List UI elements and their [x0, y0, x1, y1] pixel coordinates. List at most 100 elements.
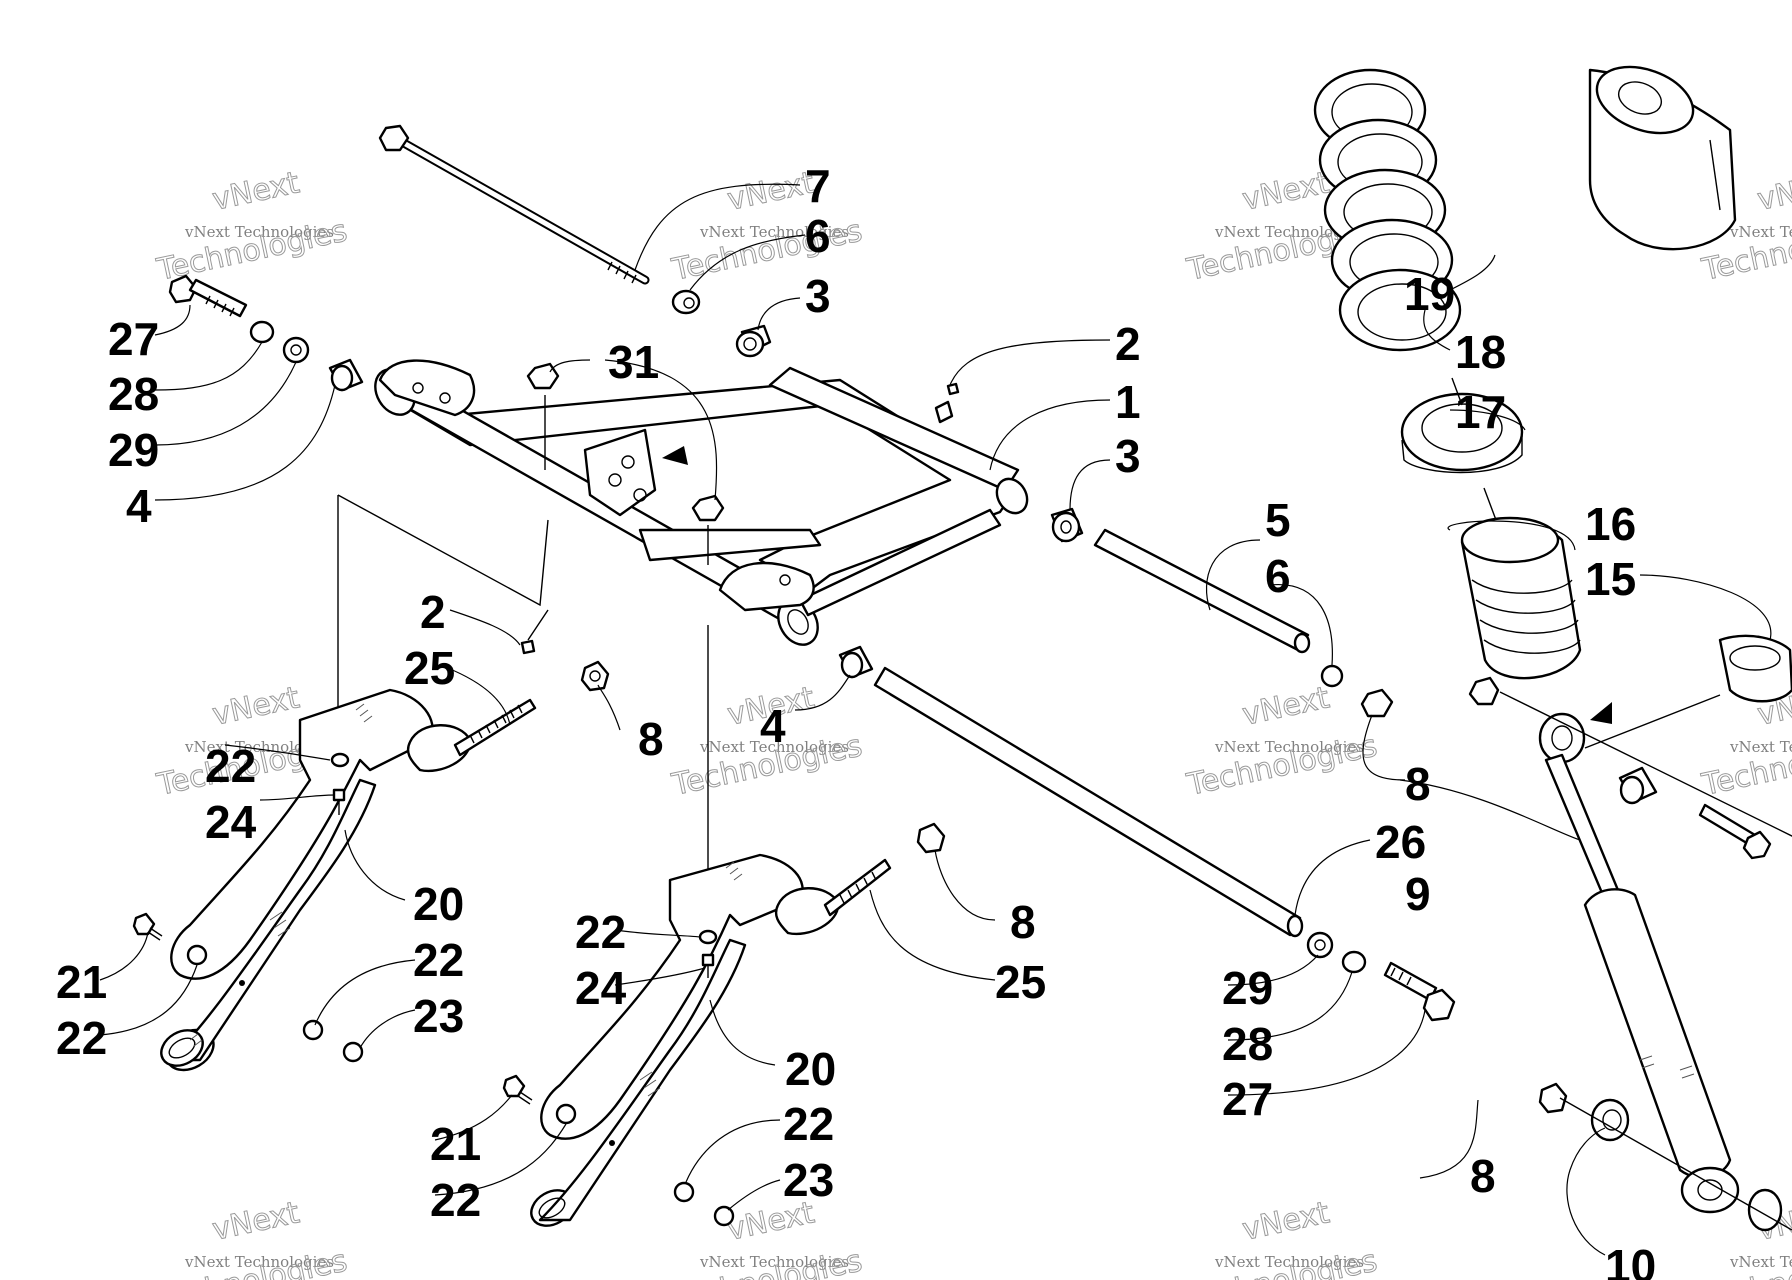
callout-4-middle: 4	[760, 700, 786, 752]
assembly-guide-lines	[337, 494, 709, 895]
part-22-23-washer-nut-right	[673, 1181, 735, 1227]
part-4-spacer-left	[328, 358, 364, 392]
callout-16: 16	[1585, 498, 1636, 550]
callout-22-left-lower: 22	[56, 1012, 107, 1064]
guide-spring-ring	[1451, 377, 1463, 406]
part-8-nut-shock-bottom	[1538, 1082, 1568, 1114]
part-20-torque-link-left	[160, 688, 472, 1072]
guide-shock-bottom	[1559, 1097, 1792, 1231]
part-2-grease-fittings	[520, 382, 960, 655]
part-8-nut-left	[580, 660, 610, 692]
callout-4-left: 4	[126, 480, 152, 532]
part-22-24-washer-screw-left	[330, 752, 350, 815]
callout-25-right: 25	[995, 956, 1046, 1008]
guide-ring-stop	[1483, 487, 1497, 521]
part-16-bump-stop	[1460, 516, 1582, 680]
part-bushing-shock-top	[1618, 766, 1658, 805]
callout-8-left: 8	[638, 713, 664, 765]
part-7-through-bolt	[378, 124, 650, 285]
watermark-line1: vNext	[209, 1195, 302, 1248]
part-27-cap-screw-left	[168, 274, 248, 318]
callout-27-left: 27	[108, 313, 159, 365]
callout-labels: 7 6 3 2 1 3 5 6 8 19 18 17 16 15 9 8 10 …	[56, 160, 1656, 1280]
part-28-lock-washer-left	[249, 320, 275, 344]
callout-3-right: 3	[1115, 430, 1141, 482]
part-19-dust-boot	[1588, 65, 1737, 251]
callout-6-right: 6	[1265, 550, 1291, 602]
part-29-flat-washer-right	[1306, 931, 1334, 959]
callout-24-right: 24	[575, 962, 627, 1014]
callout-27-right: 27	[1222, 1073, 1273, 1125]
part-4-spacer-middle	[838, 645, 874, 679]
callout-22-right-upper: 22	[575, 906, 626, 958]
watermark-line2: vNext Technologies	[1729, 738, 1792, 756]
part-22-washer-left-lower	[186, 944, 208, 966]
part-29-flat-washer-left	[282, 336, 310, 364]
part-18-coil-spring	[1313, 68, 1462, 352]
guide-retainer	[1584, 694, 1721, 749]
watermark-line2: vNext Technologies	[184, 1253, 334, 1271]
watermark-line1: vNext	[1239, 1195, 1332, 1248]
callout-21-left: 21	[56, 956, 107, 1008]
part-6-washer-right	[1320, 664, 1344, 688]
watermark-line2: vNext Technologies	[1214, 223, 1364, 241]
part-21-bolt-right	[502, 1074, 533, 1105]
callout-6-top: 6	[805, 210, 831, 262]
callout-18: 18	[1455, 326, 1506, 378]
callout-31: 31	[608, 336, 659, 388]
part-1-swing-arm	[374, 359, 1029, 646]
part-22-washer-right-lower	[555, 1103, 577, 1125]
callout-24-left: 24	[205, 796, 257, 848]
callout-8-shock: 8	[1470, 1150, 1496, 1202]
part-5-shaft	[1093, 528, 1311, 654]
watermark-line1: vNext	[209, 165, 302, 218]
part-27-cap-screw-right	[1383, 961, 1456, 1022]
callout-23-left: 23	[413, 990, 464, 1042]
watermark-line1: vNext	[724, 165, 817, 218]
watermark-line2: vNext Technologies	[699, 223, 849, 241]
callout-20-left: 20	[413, 878, 464, 930]
callout-2-left: 2	[420, 586, 446, 638]
part-26-axle-shaft	[873, 666, 1304, 938]
callout-10: 10	[1605, 1240, 1656, 1280]
callout-5: 5	[1265, 494, 1291, 546]
part-3-bushing-right	[1050, 507, 1084, 543]
callout-7: 7	[805, 160, 831, 212]
part-20-torque-link-right	[530, 853, 840, 1227]
watermark-line2: vNext Technologies	[1729, 1253, 1792, 1271]
leader-lines	[99, 183, 1772, 1256]
part-17-adjuster-ring	[1400, 392, 1524, 474]
callout-15: 15	[1585, 553, 1636, 605]
watermark-line2: vNext Technologies	[184, 223, 334, 241]
watermark-line1: vNext	[209, 680, 302, 733]
part-22-24-washer-screw-right	[698, 929, 718, 978]
part-8-nut-middle	[916, 822, 946, 854]
callout-22-left-upper: 22	[205, 740, 256, 792]
callout-21-right: 21	[430, 1118, 481, 1170]
part-22-23-washer-nut-left	[302, 1019, 364, 1063]
callout-25-left: 25	[404, 642, 455, 694]
callout-22-right-lower: 22	[430, 1174, 481, 1226]
callout-19: 19	[1404, 268, 1455, 320]
callout-28-left: 28	[108, 368, 159, 420]
part-31-flange-nuts	[526, 362, 725, 565]
callout-22-right-mid: 22	[783, 1098, 834, 1150]
part-3-bushing-top	[735, 324, 772, 358]
callout-9: 9	[1405, 868, 1431, 920]
part-8-nut-right	[1360, 688, 1394, 718]
callout-8-right: 8	[1405, 758, 1431, 810]
part-cap-screw-shock-top	[1698, 803, 1772, 860]
callout-2-right: 2	[1115, 318, 1141, 370]
watermark-line2: vNext Technologies	[699, 1253, 849, 1271]
part-25-u-bolt-left	[453, 698, 537, 757]
watermark-line2: vNext Technologies	[184, 738, 334, 756]
callout-29-right: 29	[1222, 962, 1273, 1014]
callout-29-left: 29	[108, 424, 159, 476]
watermark-line2: vNext Technologies	[1214, 1253, 1364, 1271]
callout-1: 1	[1115, 376, 1141, 428]
